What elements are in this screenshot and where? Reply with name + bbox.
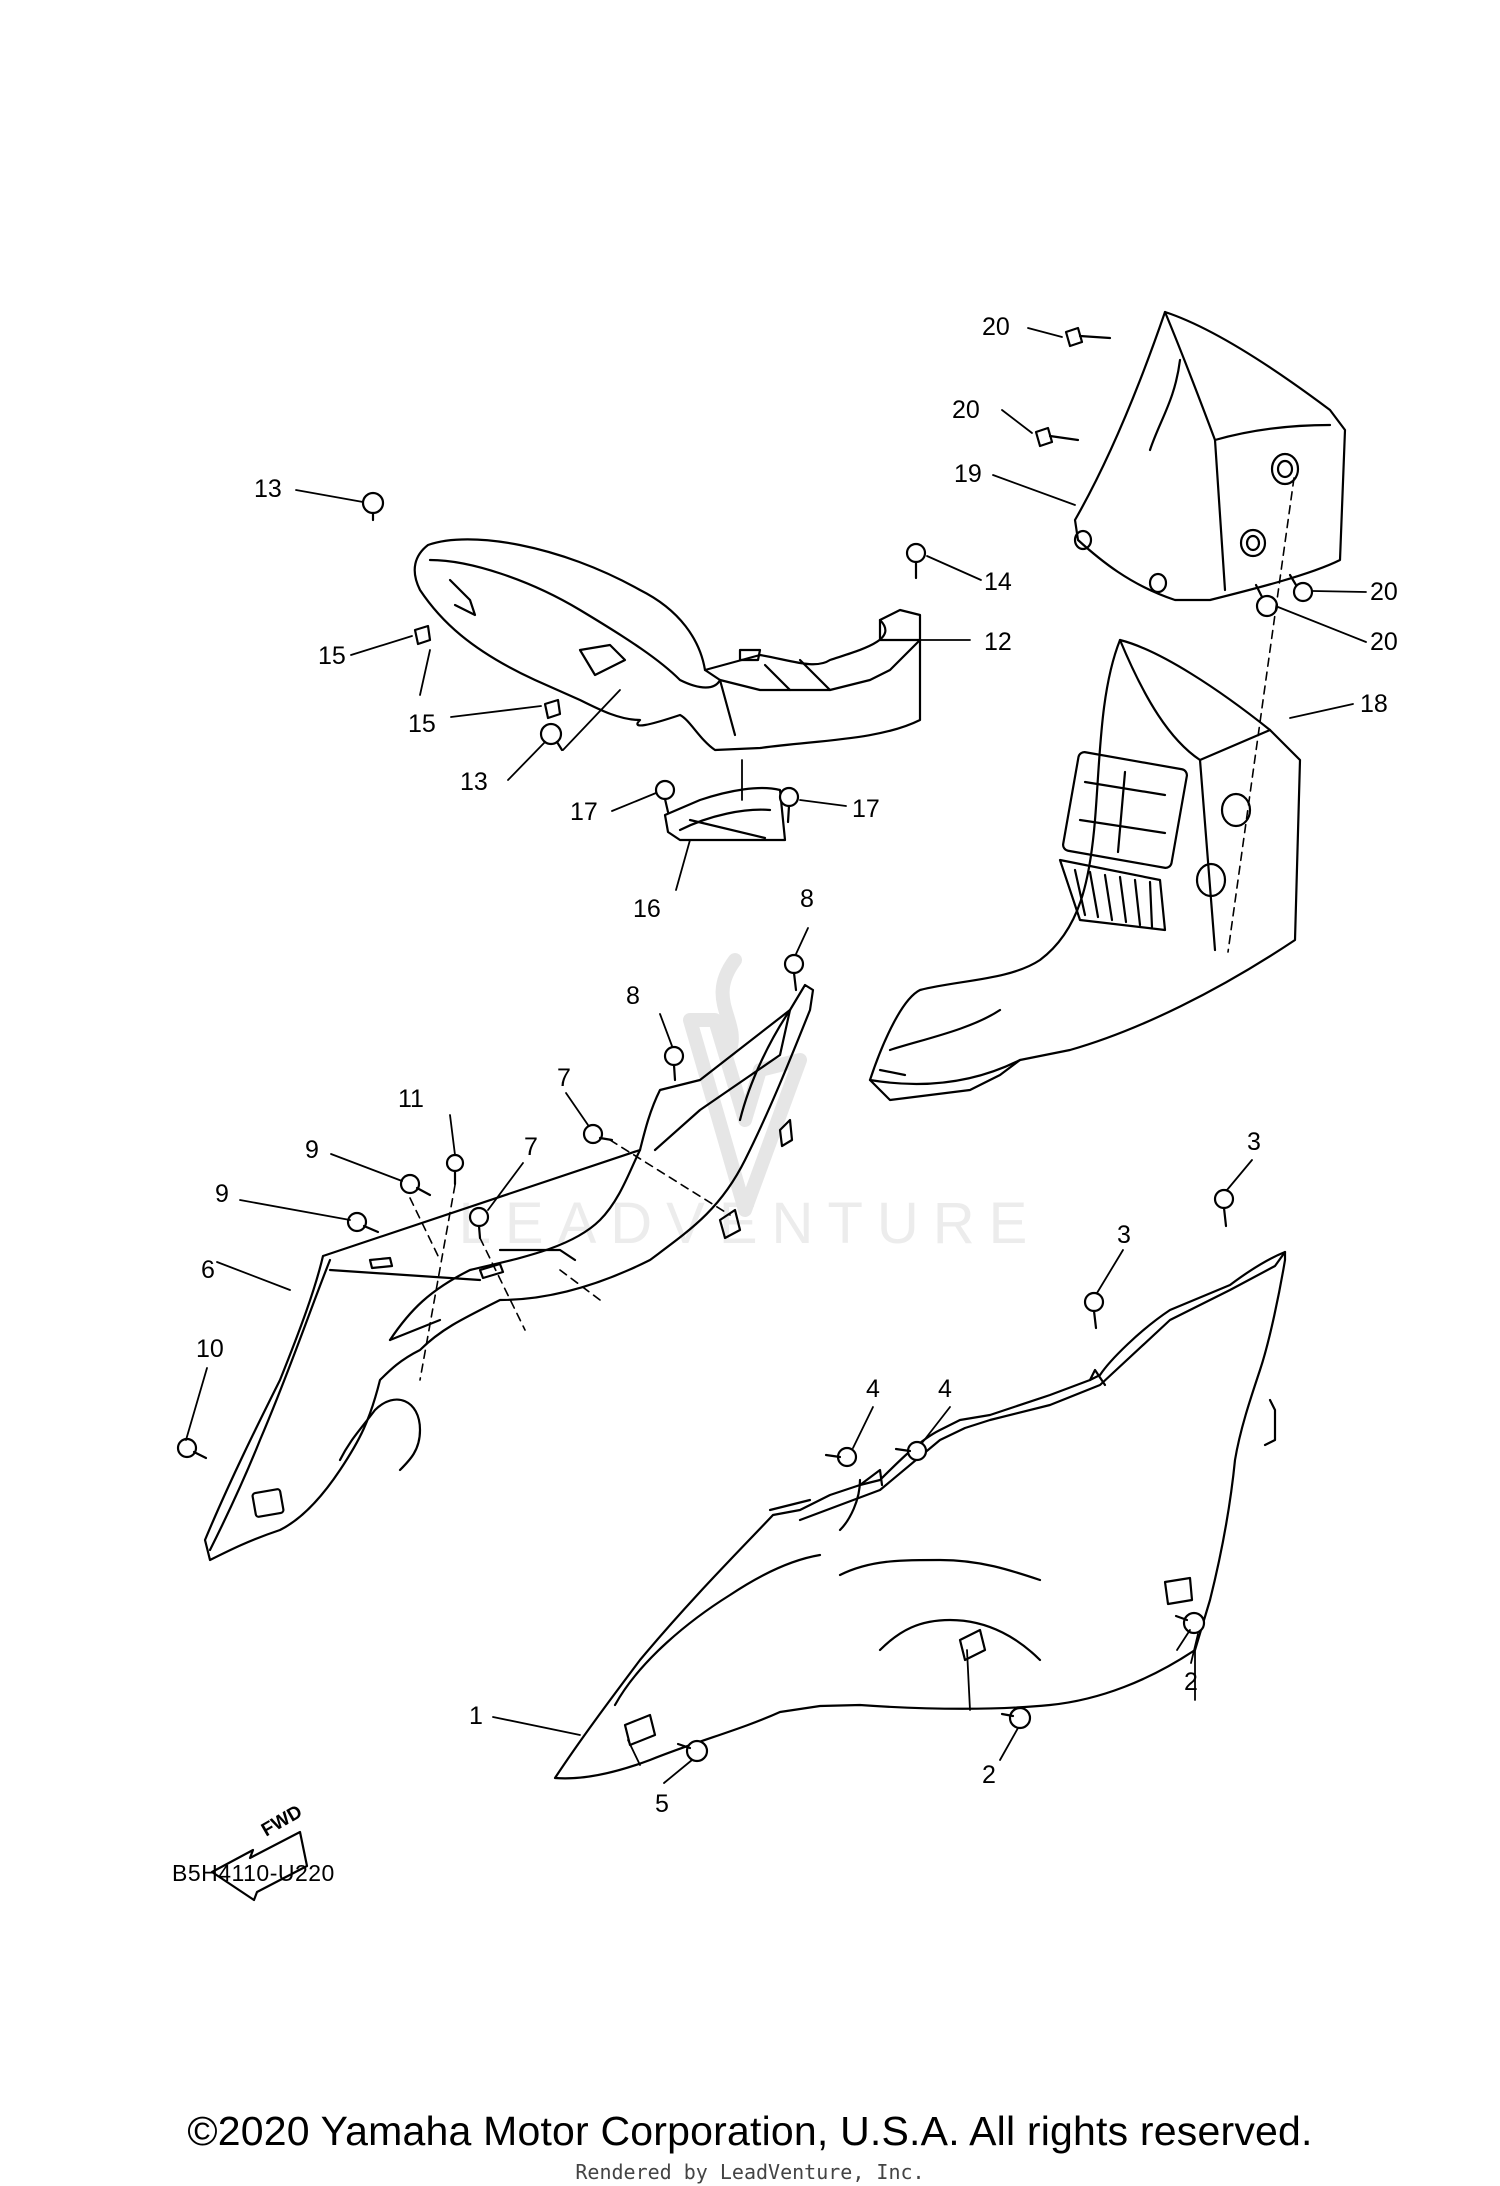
callout-11: 11	[398, 1085, 424, 1113]
drawing-code: B5H4110-U220	[172, 1860, 335, 1886]
leader-lines	[185, 327, 1367, 1784]
callout-6: 6	[201, 1256, 215, 1284]
callout-20: 20	[982, 313, 1010, 341]
callout-20: 20	[1370, 628, 1398, 656]
clip-20b	[1034, 426, 1080, 448]
callout-7: 7	[524, 1133, 538, 1161]
callout-12: 12	[984, 628, 1012, 656]
callout-2: 2	[1184, 1668, 1198, 1696]
callout-3: 3	[1117, 1221, 1131, 1249]
callout-8: 8	[626, 982, 640, 1010]
screw-17b	[778, 786, 800, 824]
bolt-13b	[539, 722, 564, 752]
callout-19: 19	[954, 460, 982, 488]
callout-4: 4	[866, 1375, 880, 1403]
callout-14: 14	[984, 568, 1012, 596]
screw-3b	[1083, 1291, 1105, 1330]
screw-3a	[1213, 1188, 1235, 1228]
assembly-lines	[409, 477, 1295, 1381]
screw-9a	[399, 1173, 432, 1197]
part-16-bracket	[663, 786, 787, 842]
screw-7b	[468, 1206, 490, 1240]
part-18-console-cover	[868, 638, 1302, 1102]
bolt-2b	[1000, 1706, 1032, 1730]
callout-9: 9	[215, 1180, 229, 1208]
callout-13: 13	[460, 768, 488, 796]
callout-13: 13	[254, 475, 282, 503]
callout-2: 2	[982, 1761, 996, 1789]
screw-11	[445, 1153, 465, 1186]
screw-17a	[654, 779, 676, 814]
bolt-13a	[361, 491, 385, 522]
clip-20d	[1254, 583, 1279, 618]
nut-15b	[543, 698, 562, 720]
callout-20: 20	[952, 396, 980, 424]
bolt-5	[676, 1739, 709, 1763]
part-1-side-cover	[553, 1250, 1287, 1780]
screw-7a	[582, 1123, 614, 1145]
callout-20: 20	[1370, 578, 1398, 606]
screw-8b	[663, 1045, 685, 1082]
screw-8a	[783, 953, 805, 992]
screw-10	[176, 1437, 208, 1460]
callout-17: 17	[570, 798, 598, 826]
callout-4: 4	[938, 1375, 952, 1403]
screw-14	[905, 542, 927, 580]
callout-1: 1	[469, 1702, 483, 1730]
solid-assembly-lines	[419, 649, 1196, 1766]
callout-17: 17	[852, 795, 880, 823]
callout-15: 15	[318, 642, 346, 670]
clip-20a	[1064, 326, 1112, 348]
screw-9b	[346, 1211, 380, 1234]
fasteners	[176, 326, 1314, 1763]
callout-9: 9	[305, 1136, 319, 1164]
part-12-center-cover	[413, 538, 922, 752]
copyright-notice: ©2020 Yamaha Motor Corporation, U.S.A. A…	[187, 2108, 1313, 2154]
callout-15: 15	[408, 710, 436, 738]
bolt-2a	[1174, 1611, 1206, 1635]
screw-4a	[824, 1446, 858, 1468]
callout-5: 5	[655, 1790, 669, 1818]
callout-16: 16	[633, 895, 661, 923]
clip-20c	[1288, 573, 1314, 603]
nut-15a	[413, 624, 432, 646]
part-19-upper-cover	[1073, 310, 1347, 602]
fwd-arrow-icon	[210, 1830, 309, 1902]
rendered-by-credit: Rendered by LeadVenture, Inc.	[575, 2160, 925, 2184]
screw-4b	[894, 1440, 928, 1462]
watermark-logo	[683, 953, 807, 1217]
callout-3: 3	[1247, 1128, 1261, 1156]
part-6-side-cover	[203, 983, 815, 1562]
callout-8: 8	[800, 885, 814, 913]
callout-7: 7	[557, 1064, 571, 1092]
callout-18: 18	[1360, 690, 1388, 718]
callout-10: 10	[196, 1335, 224, 1363]
